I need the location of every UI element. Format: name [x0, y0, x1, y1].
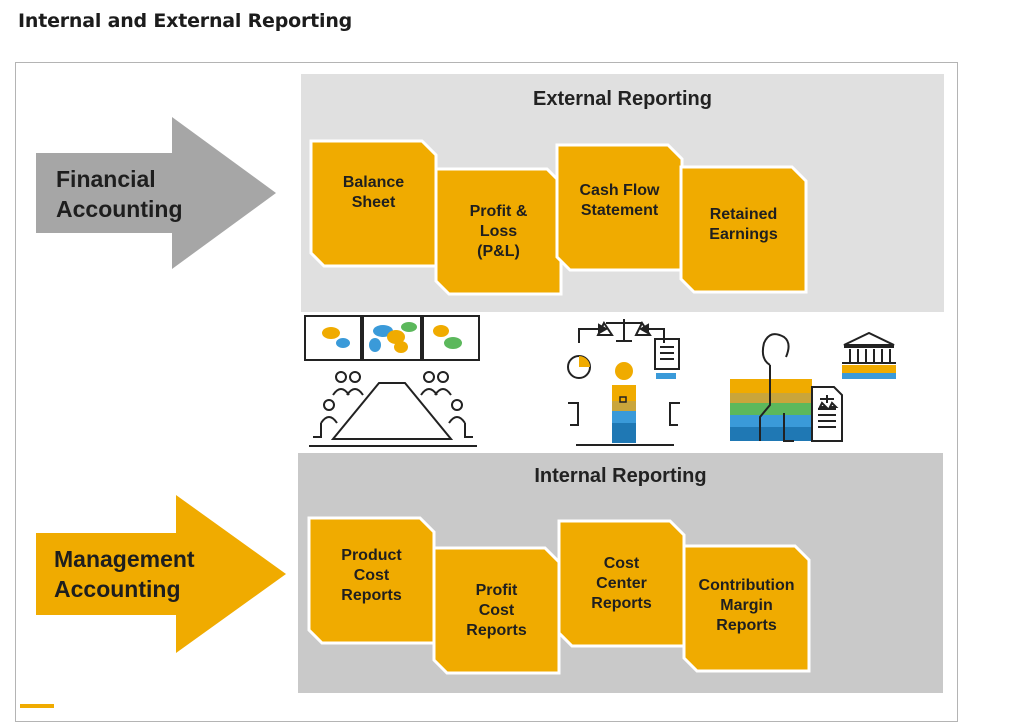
card-retained-earnings: Retained Earnings [678, 164, 809, 296]
external-reporting-title: External Reporting [533, 88, 712, 110]
card-product-cost-reports: Product Cost Reports [306, 515, 437, 647]
internal-reporting-title: Internal Reporting [534, 465, 707, 487]
diagram-frame: Financial Accounting Management Accounti… [15, 62, 958, 722]
card-cash-flow-statement: Cash Flow Statement [554, 142, 685, 274]
card-label: Retained Earnings [709, 206, 778, 243]
card-shape-icon [679, 165, 808, 294]
card-profit-cost-reports: Profit Cost Reports [431, 545, 562, 677]
balance-scale-person-icon [567, 319, 680, 446]
card-label: Contribution Margin Reports [698, 577, 795, 634]
financial-accounting-label: Financial Accounting [56, 166, 183, 222]
card-shape-icon [682, 544, 811, 673]
footer-accent-bar [20, 704, 54, 708]
card-label: Profit & Loss (P&L) [469, 203, 528, 260]
meeting-room-icon [304, 315, 480, 447]
card-contribution-margin-reports: Contribution Margin Reports [681, 543, 812, 675]
card-balance-sheet: Balance Sheet [308, 138, 439, 270]
card-label: Profit Cost Reports [466, 582, 527, 639]
management-accounting-label: Management Accounting [54, 546, 195, 602]
card-shape-icon [434, 167, 563, 296]
card-shape-icon [432, 546, 561, 675]
card-label: Balance Sheet [342, 174, 405, 211]
bank-document-icon [730, 331, 896, 442]
card-profit-loss: Profit & Loss (P&L) [433, 166, 564, 298]
financial-arrow-icon [36, 117, 276, 269]
card-label: Cash Flow Statement [579, 182, 660, 219]
card-cost-center-reports: Cost Center Reports [556, 518, 687, 650]
card-label: Cost Center Reports [591, 555, 652, 612]
management-arrow-icon [36, 495, 286, 653]
page-title: Internal and External Reporting [18, 10, 353, 32]
card-label: Product Cost Reports [341, 547, 402, 604]
